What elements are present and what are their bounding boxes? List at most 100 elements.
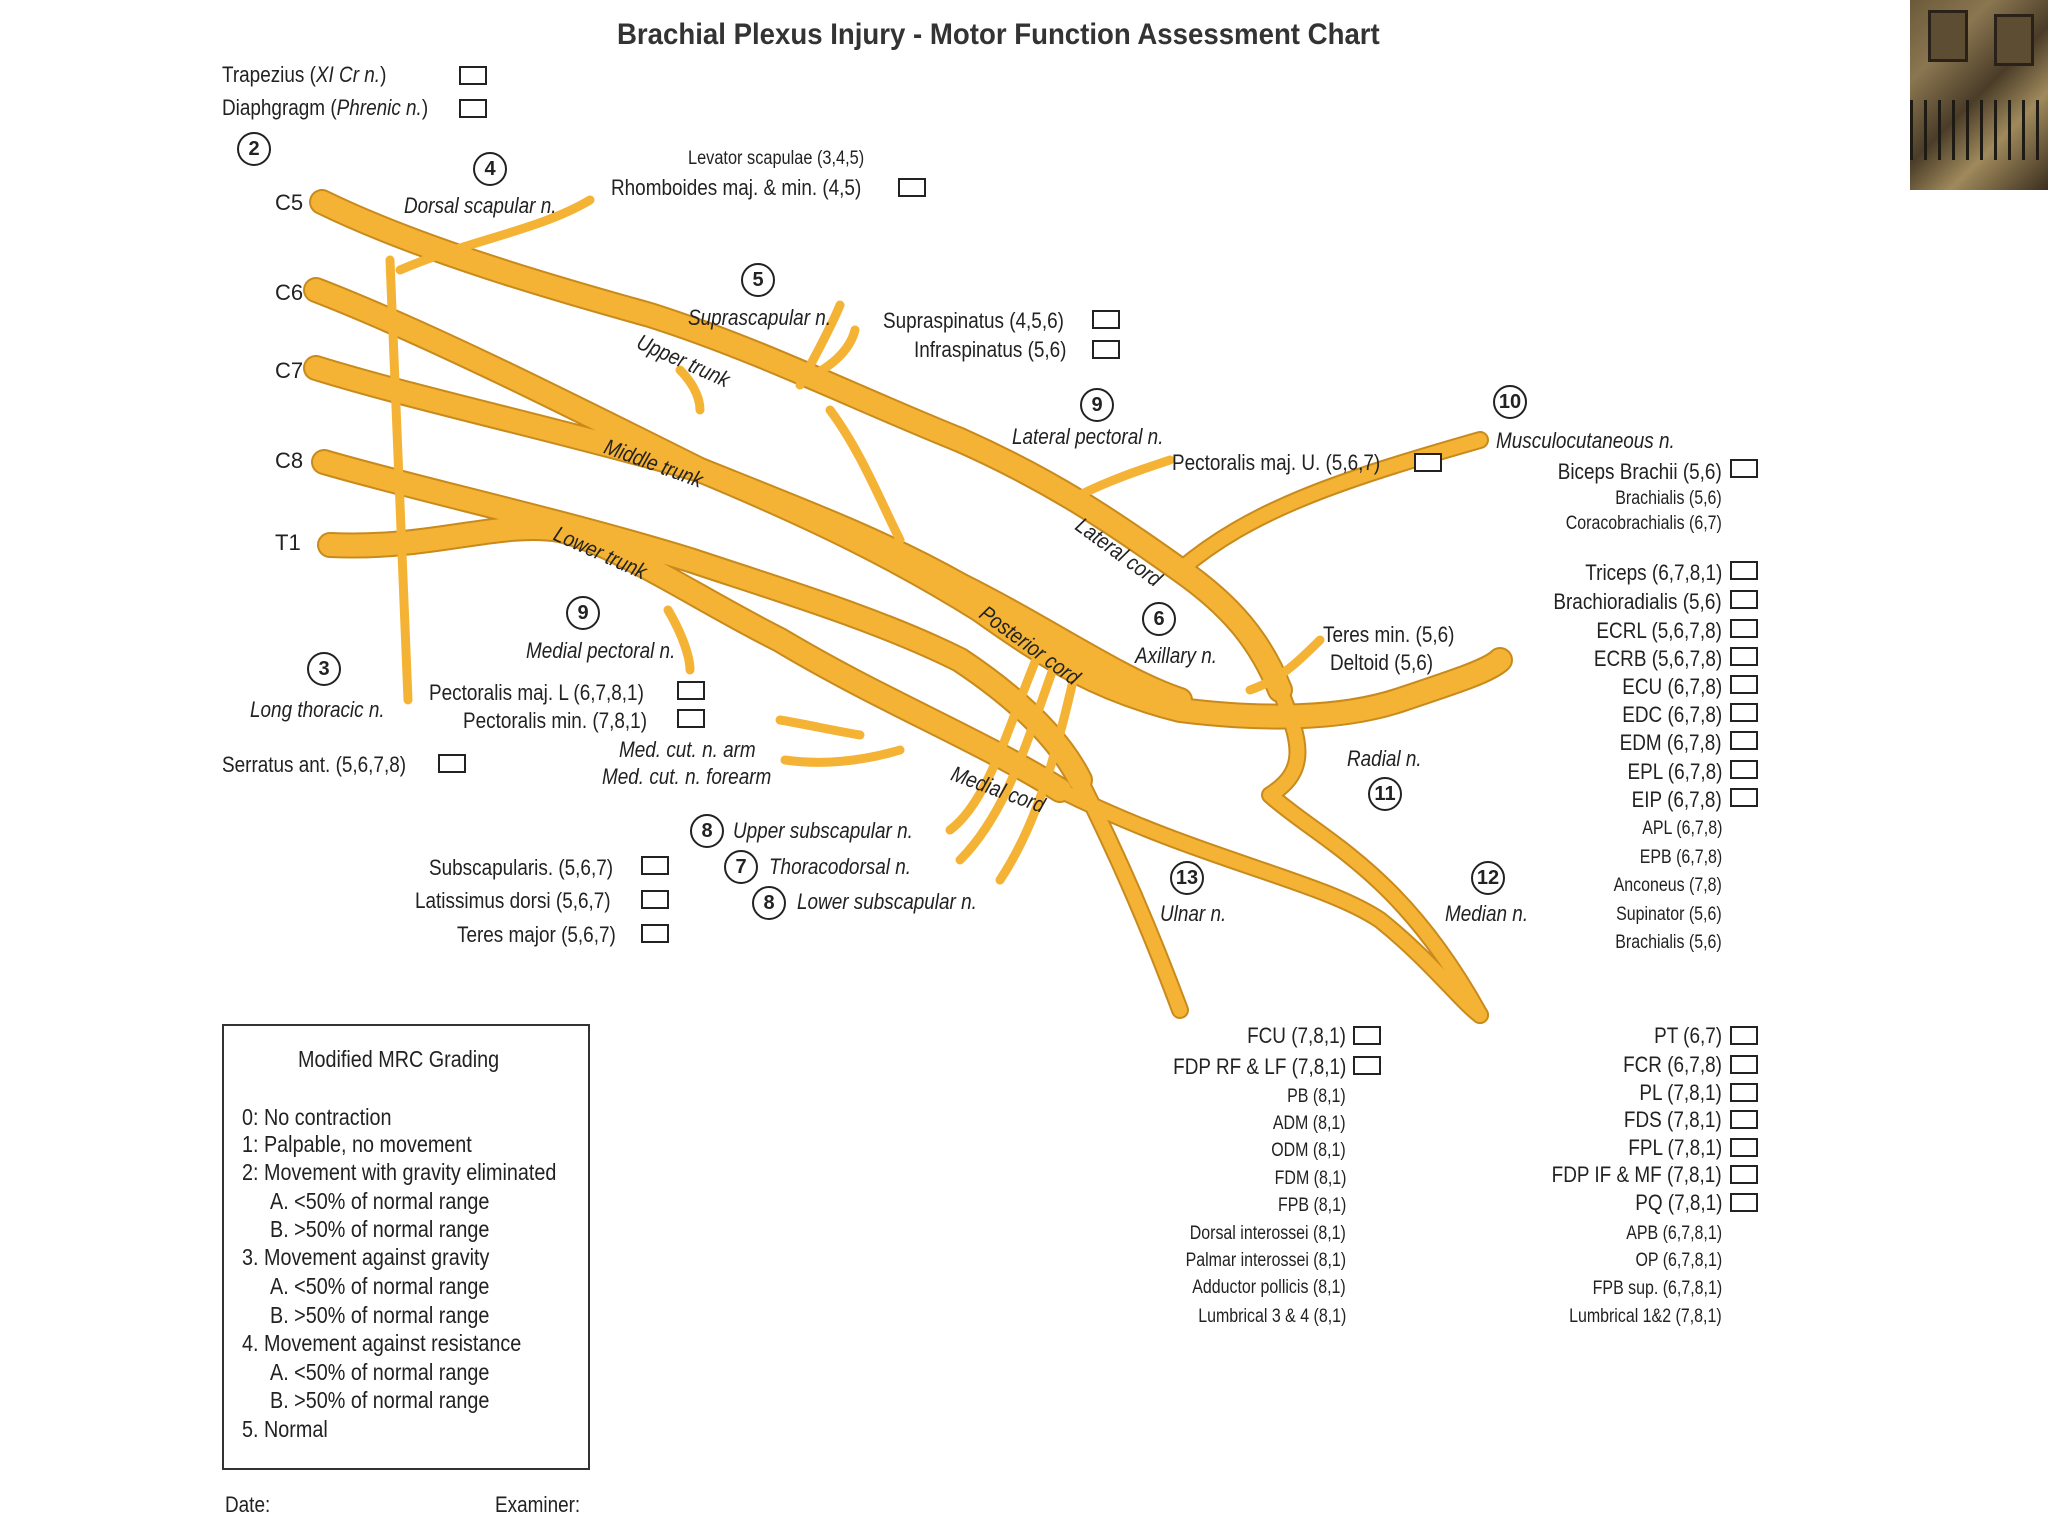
subscapularis-checkbox[interactable] xyxy=(641,856,669,875)
pect-min-label: Pectoralis min. (7,8,1) xyxy=(463,708,648,733)
med-cut-arm-branch xyxy=(775,715,865,740)
radial-muscle-small: EPB (6,7,8) xyxy=(1639,847,1722,868)
supraspinatus-label: Supraspinatus (4,5,6) xyxy=(883,308,1064,333)
ulnar-muscle-small: Lumbrical 3 & 4 (8,1) xyxy=(1197,1306,1346,1327)
grading-line: 0: No contraction xyxy=(242,1104,392,1130)
circle-3: 3 xyxy=(307,652,341,686)
ulnar-label: Ulnar n. xyxy=(1160,901,1227,926)
pq-checkbox[interactable] xyxy=(1730,1193,1758,1212)
fcr-checkbox[interactable] xyxy=(1730,1055,1758,1074)
circle-13: 13 xyxy=(1170,861,1204,895)
pect-maj-u-label: Pectoralis maj. U. (5,6,7) xyxy=(1172,450,1381,475)
lateral-to-median-path xyxy=(1263,683,1487,1022)
grading-line: 4. Movement against resistance xyxy=(242,1330,522,1356)
trapezius-checkbox[interactable] xyxy=(459,66,487,85)
radial-muscle-label: ECRL (5,6,7,8) xyxy=(1596,618,1722,643)
ecu-checkbox[interactable] xyxy=(1730,675,1758,694)
fcu-checkbox[interactable] xyxy=(1353,1026,1381,1045)
pl-checkbox[interactable] xyxy=(1730,1083,1758,1102)
suprascapular-label: Suprascapular n. xyxy=(688,305,832,330)
serratus-checkbox[interactable] xyxy=(438,754,466,773)
triceps-checkbox[interactable] xyxy=(1730,561,1758,580)
infraspinatus-checkbox[interactable] xyxy=(1092,340,1120,359)
edc-checkbox[interactable] xyxy=(1730,703,1758,722)
lateral-pectoral-label: Lateral pectoral n. xyxy=(1012,424,1164,449)
median-muscle-small: FPB sup. (6,7,8,1) xyxy=(1592,1278,1722,1299)
root-t1: T1 xyxy=(275,530,301,555)
radial-muscle-small: Anconeus (7,8) xyxy=(1613,875,1722,896)
rhomboids-label: Rhomboides maj. & min. (4,5) xyxy=(611,175,862,200)
radial-muscle-label: EPL (6,7,8) xyxy=(1626,759,1722,784)
pect-min-checkbox[interactable] xyxy=(677,709,705,728)
root-c7: C7 xyxy=(275,358,304,383)
circle-7: 7 xyxy=(724,850,758,884)
epl-checkbox[interactable] xyxy=(1730,760,1758,779)
photo-window xyxy=(1928,10,1968,62)
infraspinatus-label: Infraspinatus (5,6) xyxy=(914,337,1067,362)
eip-checkbox[interactable] xyxy=(1730,788,1758,807)
diaphragm-checkbox[interactable] xyxy=(459,99,487,118)
pect-maj-l-checkbox[interactable] xyxy=(677,681,705,700)
dorsal-scapular-branch xyxy=(395,195,595,275)
grading-line: B. >50% of normal range xyxy=(270,1216,490,1242)
mrc-grading-box: Modified MRC Grading 0: No contraction 1… xyxy=(222,1024,590,1470)
pect-maj-l-label: Pectoralis maj. L (6,7,8,1) xyxy=(429,680,644,705)
circle-6: 6 xyxy=(1142,602,1176,636)
median-label: Median n. xyxy=(1445,901,1529,926)
teres-major-label: Teres major (5,6,7) xyxy=(457,922,616,947)
thoracodorsal-label: Thoracodorsal n. xyxy=(769,854,911,879)
ulnar-muscle-small: FPB (8,1) xyxy=(1277,1195,1346,1216)
grading-line: B. >50% of normal range xyxy=(270,1387,490,1413)
grading-line: B. >50% of normal range xyxy=(270,1302,490,1328)
ulnar-muscle-small: PB (8,1) xyxy=(1287,1086,1346,1107)
upper-trunk-stub xyxy=(675,365,705,415)
edm-checkbox[interactable] xyxy=(1730,731,1758,750)
ulnar-muscle-small: ADM (8,1) xyxy=(1273,1113,1346,1134)
teres-major-checkbox[interactable] xyxy=(641,924,669,943)
upper-subscapular-label: Upper subscapular n. xyxy=(733,818,913,843)
grading-line: 5. Normal xyxy=(242,1416,328,1442)
fds-checkbox[interactable] xyxy=(1730,1110,1758,1129)
ulnar-muscle-small: FDM (8,1) xyxy=(1274,1168,1346,1189)
pt-checkbox[interactable] xyxy=(1730,1026,1758,1045)
latissimus-checkbox[interactable] xyxy=(641,890,669,909)
radial-muscle-label: Triceps (6,7,8,1) xyxy=(1584,560,1722,585)
latissimus-label: Latissimus dorsi (5,6,7) xyxy=(415,888,611,913)
dorsal-scapular-label: Dorsal scapular n. xyxy=(404,193,557,218)
median-muscle-label: PL (7,8,1) xyxy=(1639,1080,1722,1105)
lateral-pectoral-branch xyxy=(1075,455,1175,500)
median-nerve-path xyxy=(1053,783,1487,1022)
grading-line: 2: Movement with gravity eliminated xyxy=(242,1159,557,1185)
rhomboids-checkbox[interactable] xyxy=(898,178,926,197)
ulnar-muscle-small: ODM (8,1) xyxy=(1271,1140,1346,1161)
radial-muscle-label: ECU (6,7,8) xyxy=(1622,674,1722,699)
supraspinatus-checkbox[interactable] xyxy=(1092,310,1120,329)
chart-title: Brachial Plexus Injury - Motor Function … xyxy=(617,18,1380,51)
median-muscle-small: APB (6,7,8,1) xyxy=(1626,1223,1722,1244)
ecrb-checkbox[interactable] xyxy=(1730,647,1758,666)
musculocutaneous-label: Musculocutaneous n. xyxy=(1496,428,1675,453)
pect-maj-u-checkbox[interactable] xyxy=(1414,453,1442,472)
brachioradialis-checkbox[interactable] xyxy=(1730,590,1758,609)
radial-muscle-label: EDC (6,7,8) xyxy=(1622,702,1722,727)
photo-railing xyxy=(1910,100,2048,160)
circle-2: 2 xyxy=(237,132,271,166)
ulnar-muscle-small: Dorsal interossei (8,1) xyxy=(1189,1223,1346,1244)
fdp-if-mf-checkbox[interactable] xyxy=(1730,1165,1758,1184)
serratus-label: Serratus ant. (5,6,7,8) xyxy=(222,752,407,777)
fpl-checkbox[interactable] xyxy=(1730,1138,1758,1157)
photo-window xyxy=(1994,14,2034,66)
radial-muscle-label: ECRB (5,6,7,8) xyxy=(1593,646,1722,671)
long-thoracic-label: Long thoracic n. xyxy=(250,697,385,722)
root-c8: C8 xyxy=(275,448,304,473)
fdp-rf-lf-checkbox[interactable] xyxy=(1353,1056,1381,1075)
circle-9b: 9 xyxy=(566,596,600,630)
biceps-checkbox[interactable] xyxy=(1730,459,1758,478)
nerve-branches xyxy=(385,195,1325,885)
median-muscle-small: Lumbrical 1&2 (7,8,1) xyxy=(1569,1306,1722,1327)
grading-line: A. <50% of normal range xyxy=(270,1273,490,1299)
ecrl-checkbox[interactable] xyxy=(1730,619,1758,638)
grading-line: A. <50% of normal range xyxy=(270,1188,490,1214)
axillary-label: Axillary n. xyxy=(1135,643,1218,668)
axillary-branch xyxy=(1245,635,1325,695)
